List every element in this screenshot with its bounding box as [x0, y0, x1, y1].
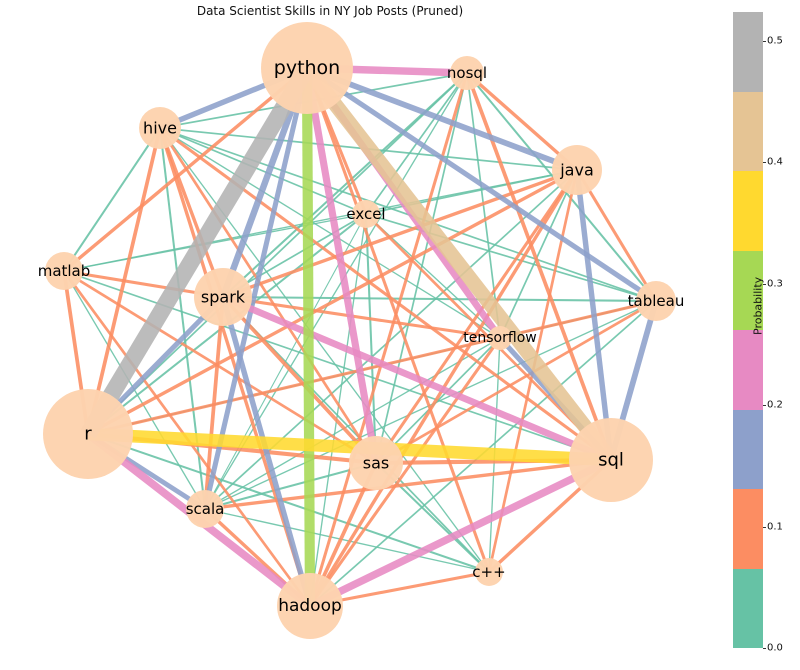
node-tensorflow: [488, 326, 512, 350]
colorbar-segment-4: [733, 250, 763, 330]
edge-scala-c++: [204, 508, 490, 573]
edge-spark-scala: [203, 296, 225, 510]
edge-java-tableau: [575, 169, 658, 302]
nodes-layer: [43, 22, 676, 639]
colorbar-segment-6: [733, 91, 763, 171]
colorbar-tick-label: 0.2: [767, 399, 783, 411]
colorbar-axis-label: Probability: [751, 276, 765, 335]
edge-nosql-hadoop: [308, 72, 469, 607]
edge-tableau-sas: [375, 299, 657, 465]
edges-layer: [62, 63, 659, 610]
edge-tensorflow-spark: [222, 295, 501, 340]
colorbar-tick-label: 0.4: [767, 156, 783, 168]
colorbar-segment-0: [733, 568, 763, 648]
colorbar-tick-label: 0.1: [767, 521, 783, 533]
edge-hive-matlab: [63, 127, 161, 272]
edge-python-java: [305, 65, 579, 173]
edge-java-spark: [222, 168, 578, 299]
node-label-nosql: nosql: [447, 64, 487, 82]
colorbar-tick-label: 0.5: [767, 35, 783, 47]
edge-hive-tensorflow: [159, 127, 501, 339]
edge-r-hive: [86, 127, 162, 435]
edge-python-r: [80, 63, 315, 439]
edge-tensorflow-scala: [204, 337, 501, 510]
colorbar-segments: [733, 12, 763, 648]
colorbar-segment-1: [733, 489, 763, 569]
node-sql: [569, 418, 653, 502]
edge-spark-hadoop: [220, 296, 313, 607]
colorbar-tickmark: [763, 526, 766, 528]
colorbar-segment-5: [733, 171, 763, 251]
node-label-r: r: [84, 424, 92, 445]
edge-python-sas: [303, 67, 380, 464]
edge-python-tableau: [305, 65, 658, 304]
colorbar-tickmark: [763, 162, 766, 164]
node-label-matlab: matlab: [38, 262, 91, 280]
colorbar: 0.0 0.1 0.2 0.3 0.4 0.5: [733, 12, 783, 654]
edge-sql-scala: [204, 458, 612, 511]
node-r: [43, 389, 133, 479]
node-nosql: [450, 56, 484, 90]
edge-python-sql: [301, 63, 617, 465]
colorbar-tick-label: 0.0: [767, 642, 783, 654]
node-java: [552, 145, 602, 195]
chart-title: Data Scientist Skills in NY Job Posts (P…: [196, 4, 464, 18]
node-tableau: [636, 281, 676, 321]
node-hive: [139, 107, 181, 149]
edge-python-matlab: [62, 66, 309, 273]
edge-hive-c++: [159, 127, 490, 573]
edge-hive-sas: [158, 127, 378, 464]
edge-spark-sql: [221, 293, 613, 464]
node-label-tensorflow: tensorflow: [463, 330, 536, 346]
edge-r-java: [87, 168, 578, 436]
node-matlab: [45, 252, 83, 290]
edge-sql-hadoop: [308, 456, 613, 610]
edge-nosql-tensorflow: [466, 72, 501, 339]
edge-sas-excel: [364, 213, 378, 464]
node-label-python: python: [274, 57, 340, 79]
edge-python-c++: [305, 67, 491, 573]
node-label-sas: sas: [363, 454, 389, 473]
node-label-java: java: [559, 161, 594, 180]
node-label-excel: excel: [346, 205, 385, 223]
node-sas: [349, 436, 403, 490]
colorbar-tick-label: 0.3: [767, 278, 783, 290]
colorbar-tickmark: [763, 648, 766, 649]
node-c++: [475, 558, 503, 586]
labels-layer: python nosql hive java excel matlab spark table…: [38, 57, 685, 616]
edge-matlab-java: [63, 169, 578, 272]
colorbar-segment-3: [733, 330, 763, 410]
edge-java-tensorflow: [499, 169, 578, 339]
edge-java-sas: [374, 169, 579, 464]
edge-sas-tensorflow: [375, 337, 501, 464]
node-label-scala: scala: [186, 500, 225, 518]
edge-matlab-sas: [63, 269, 377, 465]
edge-java-excel: [365, 169, 578, 215]
node-label-sql: sql: [598, 450, 624, 471]
node-label-spark: spark: [201, 288, 246, 307]
node-label-hadoop: hadoop: [278, 596, 342, 616]
edge-excel-matlab: [63, 213, 367, 272]
colorbar-tickmark: [763, 40, 766, 42]
colorbar-tickmark: [763, 405, 766, 407]
node-scala: [186, 490, 224, 528]
edge-tensorflow-hadoop: [308, 337, 502, 607]
edge-spark-tableau: [222, 295, 657, 303]
node-hadoop: [277, 573, 343, 639]
edge-python-hadoop: [301, 67, 316, 607]
node-label-hive: hive: [143, 119, 177, 138]
node-label-c++: c++: [472, 563, 505, 581]
edge-java-sql: [574, 169, 614, 461]
colorbar-segment-7: [733, 12, 763, 92]
colorbar-tickmark: [763, 283, 766, 285]
colorbar-segment-2: [733, 409, 763, 489]
edge-tableau-scala: [204, 300, 657, 510]
node-python: [261, 22, 353, 114]
node-spark: [194, 268, 252, 326]
node-label-tableau: tableau: [628, 292, 685, 310]
edge-r-sql: [87, 427, 612, 467]
node-excel: [352, 200, 380, 228]
edge-hadoop-excel: [309, 213, 367, 607]
